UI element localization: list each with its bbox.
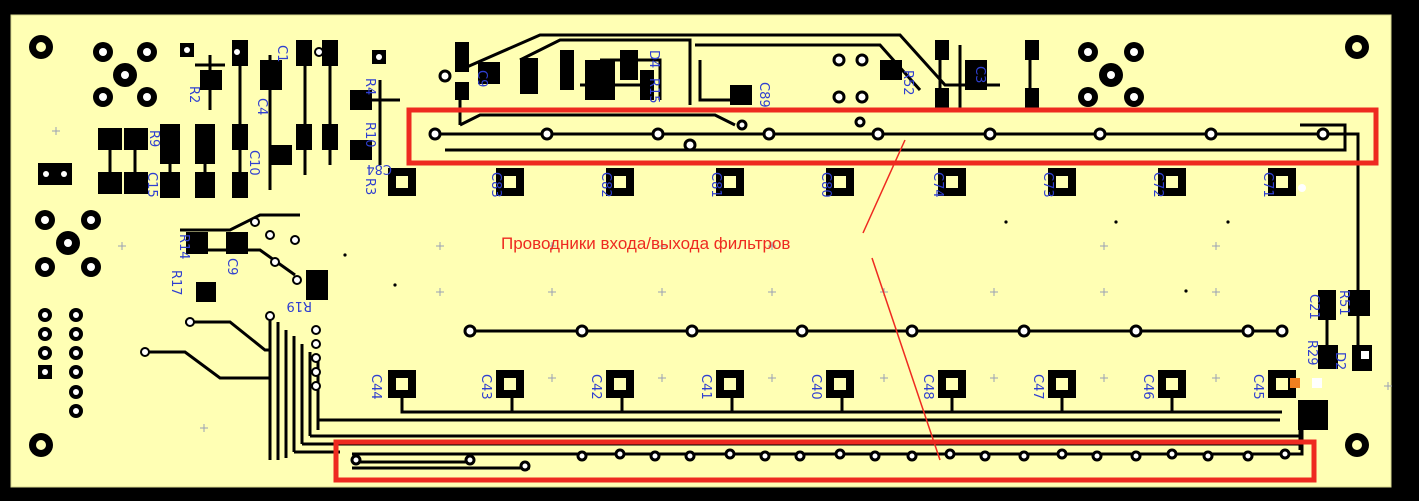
label-r51: R51 (1336, 290, 1351, 316)
annotation-overlay: Проводники входа/выхода фильтров (333, 107, 1379, 483)
label-r14: R14 (176, 234, 191, 260)
callout-line-bottom (871, 257, 941, 461)
bottom-filter-bus (352, 430, 1304, 470)
label-c73: C73 (1040, 172, 1055, 198)
label-r4: R4 (362, 78, 377, 95)
label-c46: C46 (1140, 374, 1155, 400)
label-c74: C74 (930, 172, 945, 198)
label-r2: R2 (186, 86, 201, 103)
label-c15: C15 (144, 172, 159, 198)
label-c4: C4 (254, 98, 269, 115)
label-c40: C40 (808, 374, 823, 400)
label-r3: R3 (362, 178, 377, 195)
label-d2: D2 (1332, 352, 1347, 370)
label-c10: C10 (246, 150, 261, 176)
label-r19: R19 (286, 298, 312, 313)
top-row-labels: C84 C83 C82 C81 C80 C74 C73 C72 C71 (366, 161, 1275, 198)
label-d4: D4 (646, 50, 661, 68)
label-c89: C89 (756, 82, 771, 108)
label-c44: C44 (368, 374, 383, 400)
label-c84: C84 (366, 161, 392, 176)
label-r10: R10 (362, 122, 377, 148)
label-c80: C80 (818, 172, 833, 198)
label-c9-b: C9 (474, 70, 489, 87)
label-r9: R9 (146, 130, 161, 147)
label-r29: R29 (1304, 340, 1319, 366)
grid-dots (343, 220, 1230, 293)
label-c72: C72 (1150, 172, 1165, 198)
label-r17: R17 (168, 270, 183, 296)
mounting-holes (29, 35, 1369, 457)
grid-crosses (52, 127, 1392, 432)
right-side-pads (1290, 349, 1371, 388)
left-small-pads (140, 47, 324, 391)
top-center-pads (438, 53, 869, 152)
label-c21: C21 (1306, 294, 1321, 320)
top-bus-vias (428, 116, 1330, 141)
bottom-highlight-box (333, 439, 1317, 483)
label-c48: C48 (920, 374, 935, 400)
bottom-row-labels: C44 C43 C42 C41 C40 C48 C47 C46 C45 (368, 374, 1265, 400)
connector-drills (41, 47, 1138, 271)
label-c43: C43 (478, 374, 493, 400)
label-r15: R15 (646, 78, 661, 104)
label-r52: R52 (900, 70, 915, 96)
label-c42: C42 (588, 374, 603, 400)
label-c81: C81 (708, 172, 723, 198)
label-c41: C41 (698, 374, 713, 400)
label-c71: C71 (1260, 172, 1275, 198)
middle-trace (463, 324, 1289, 338)
top-filter-bus (432, 85, 1360, 300)
misc-labels: R2 C1 C4 R4 R10 R3 C10 R9 C15 R17 R14 C9… (144, 45, 1351, 370)
top-highlight-box (406, 107, 1379, 166)
callout-line-top (862, 139, 906, 234)
label-c9-a: C9 (224, 258, 239, 275)
label-c45: C45 (1250, 374, 1265, 400)
pin-headers (38, 308, 83, 418)
label-c83: C83 (488, 172, 503, 198)
bottom-bus-vias (350, 448, 1291, 472)
label-c47: C47 (1030, 374, 1045, 400)
label-c1: C1 (274, 45, 289, 62)
bottom-capacitor-row (388, 370, 1296, 414)
label-c82: C82 (598, 172, 613, 198)
annotation-label: Проводники входа/выхода фильтров (501, 234, 790, 253)
label-c3: C3 (972, 66, 987, 83)
top-capacitor-row (388, 168, 1306, 196)
